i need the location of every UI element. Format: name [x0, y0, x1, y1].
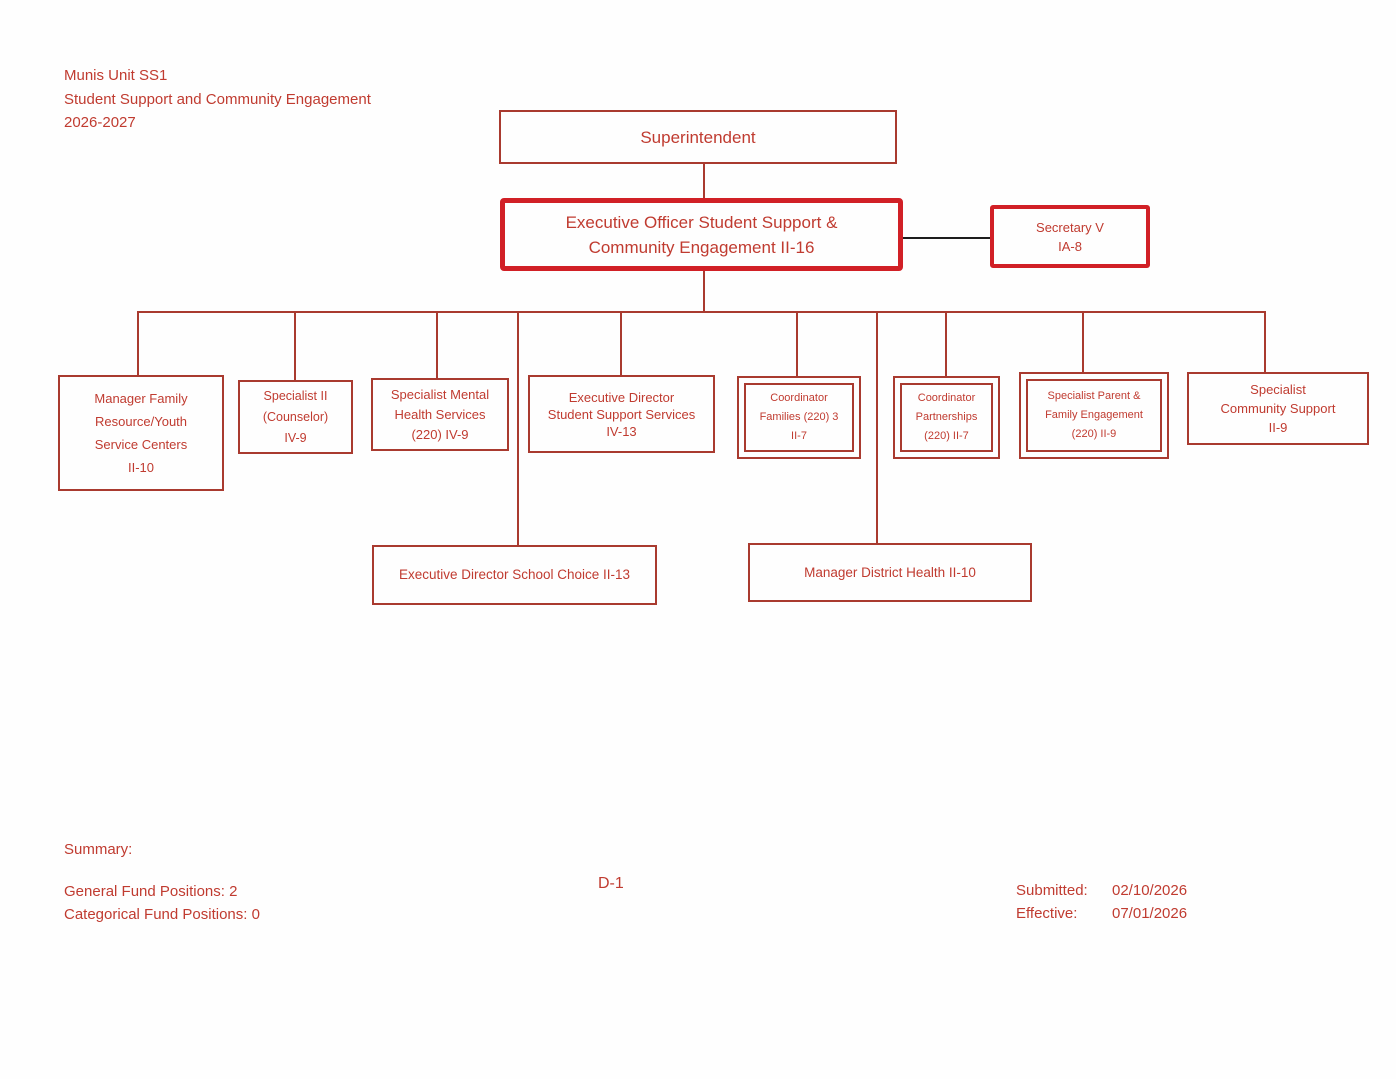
school-year-line: 2026-2027 — [64, 114, 136, 131]
node-text-line: Community Engagement II-16 — [588, 237, 815, 257]
node-text-line: (Counselor) — [262, 409, 329, 424]
node-text-line: Student Support Services — [547, 406, 696, 422]
connector-rail — [137, 311, 1266, 313]
connector-drop-coordinator-partnerships — [945, 311, 947, 376]
connector-drop-coordinator-families — [796, 311, 798, 376]
connector-drop-ed-school-choice — [517, 311, 519, 545]
node-text-line: Executive Director School Choice II-13 — [398, 567, 631, 582]
node-text-line: Service Centers — [94, 437, 188, 452]
node-text-line: (220) II-7 — [924, 430, 969, 442]
connector-drop-specialist-parent-family — [1082, 311, 1084, 372]
node-text-line: II-9 — [1268, 420, 1288, 435]
node-inner-border: Coordinator Families (220) 3 II-7 — [744, 383, 854, 452]
node-text-line: II-10 — [127, 460, 154, 475]
node-text-line: Specialist Mental — [390, 386, 490, 402]
node-text-line: Health Services — [394, 406, 486, 422]
page-number: D-1 — [598, 875, 624, 892]
connector-drop-manager-district-health — [876, 311, 878, 543]
node-text-line: Secretary V — [1036, 219, 1104, 235]
node-text-line: II-7 — [791, 430, 807, 442]
node-text-line: Coordinator — [917, 392, 976, 404]
connector-drop-ed-student-support — [620, 311, 622, 375]
node-coordinator-families: Coordinator Families (220) 3 II-7 — [737, 376, 861, 459]
node-text-line: Manager Family — [94, 391, 188, 406]
node-text-line: Specialist Parent & — [1047, 390, 1141, 402]
connector-superintendent-to-executive — [703, 164, 705, 198]
node-text-line: (220) II-9 — [1071, 428, 1117, 440]
node-text-line: IA-8 — [1058, 238, 1082, 254]
connector-drop-specialist-counselor — [294, 311, 296, 381]
node-text-line: Community Support — [1220, 401, 1336, 416]
node-text-line: Family Engagement — [1045, 409, 1143, 421]
node-secretary: Secretary V IA-8 — [990, 205, 1150, 268]
node-text-line: Superintendent — [640, 127, 756, 147]
submission-dates-block: Submitted: 02/10/2026 Effective: 07/01/2… — [1016, 879, 1187, 925]
node-text-line: Manager District Health II-10 — [804, 564, 976, 580]
node-text-line: Families (220) 3 — [759, 411, 839, 423]
node-text-line: IV-13 — [606, 423, 637, 439]
munis-unit-line: Munis Unit SS1 — [64, 67, 168, 84]
summary-general-fund: General Fund Positions: 2 — [64, 883, 238, 900]
node-text-line: Executive Director — [568, 389, 675, 405]
connector-executive-to-secretary — [903, 237, 990, 239]
node-executive-officer: Executive Officer Student Support & Comm… — [500, 198, 903, 271]
summary-block: General Fund Positions: 2 Categorical Fu… — [64, 880, 260, 926]
submitted-row: Submitted: 02/10/2026 — [1016, 879, 1187, 902]
node-text-line: Resource/Youth — [94, 414, 188, 429]
connector-drop-manager-frysc — [137, 311, 139, 375]
node-text-line: Partnerships — [915, 411, 978, 423]
node-specialist-counselor: Specialist II (Counselor) IV-9 — [238, 380, 353, 454]
node-manager-district-health: Manager District Health II-10 — [748, 543, 1032, 602]
connector-executive-to-rail — [703, 271, 705, 312]
node-text-line: Specialist II — [263, 388, 328, 403]
node-text-line: (220) IV-9 — [411, 426, 469, 442]
node-specialist-parent-family: Specialist Parent & Family Engagement (2… — [1019, 372, 1169, 459]
effective-row: Effective: 07/01/2026 — [1016, 902, 1187, 925]
node-text-line: Executive Officer Student Support & — [565, 212, 838, 232]
node-specialist-mental-health: Specialist Mental Health Services (220) … — [371, 378, 509, 451]
node-inner-border: Coordinator Partnerships (220) II-7 — [900, 383, 993, 452]
node-ed-student-support: Executive Director Student Support Servi… — [528, 375, 715, 453]
node-manager-frysc: Manager Family Resource/Youth Service Ce… — [58, 375, 224, 491]
connector-drop-specialist-mental-health — [436, 311, 438, 378]
node-inner-border: Specialist Parent & Family Engagement (2… — [1026, 379, 1162, 452]
effective-label: Effective: — [1016, 905, 1078, 922]
effective-date: 07/01/2026 — [1112, 905, 1188, 922]
node-text-line: Specialist — [1250, 382, 1306, 397]
node-text-line: IV-9 — [284, 430, 307, 445]
connector-drop-specialist-community-support — [1264, 311, 1266, 372]
page-title-block: Munis Unit SS1 Student Support and Commu… — [64, 64, 371, 135]
node-text-line: Coordinator — [770, 392, 828, 404]
submitted-label: Submitted: — [1016, 882, 1088, 899]
submitted-date: 02/10/2026 — [1112, 882, 1188, 899]
department-line: Student Support and Community Engagement — [64, 90, 371, 108]
node-coordinator-partnerships: Coordinator Partnerships (220) II-7 — [893, 376, 1000, 459]
summary-categorical-fund: Categorical Fund Positions: 0 — [64, 906, 260, 923]
summary-title: Summary: — [64, 841, 133, 858]
node-superintendent: Superintendent — [499, 110, 897, 164]
node-ed-school-choice: Executive Director School Choice II-13 — [372, 545, 657, 605]
node-specialist-community-support: Specialist Community Support II-9 — [1187, 372, 1369, 445]
